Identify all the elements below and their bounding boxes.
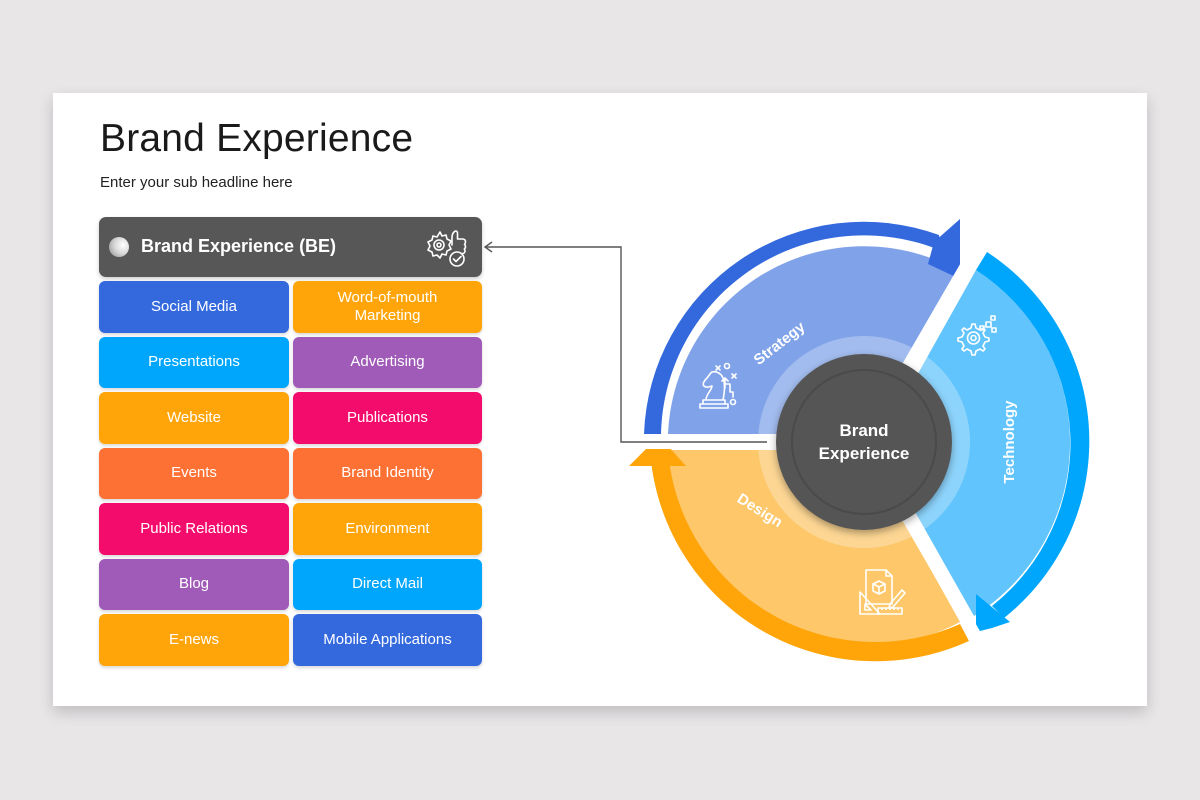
- brand-experience-header[interactable]: Brand Experience (BE): [99, 217, 482, 277]
- channel-item[interactable]: Publications: [293, 392, 482, 444]
- channel-item[interactable]: Environment: [293, 503, 482, 555]
- slide: Brand Experience Enter your sub headline…: [53, 93, 1147, 706]
- channel-item[interactable]: Blog: [99, 558, 289, 610]
- gear-thumbs-up-check-icon: [427, 230, 467, 267]
- page-title: Brand Experience: [100, 117, 414, 160]
- page-subtitle: Enter your sub headline here: [100, 174, 293, 191]
- channel-item[interactable]: E-news: [99, 614, 289, 666]
- gear-cubes-icon: [957, 315, 997, 356]
- header-title: Brand Experience (BE): [141, 236, 337, 256]
- channel-item[interactable]: Website: [99, 392, 289, 444]
- channel-item[interactable]: Mobile Applications: [293, 614, 482, 666]
- channel-item[interactable]: Public Relations: [99, 503, 289, 555]
- channel-item[interactable]: Events: [99, 447, 289, 499]
- channel-item[interactable]: Brand Identity: [293, 447, 482, 499]
- brand-experience-wheel: Strategy Technology: [624, 210, 1090, 667]
- channel-item[interactable]: Advertising: [293, 336, 482, 388]
- bullet-dot-icon: [109, 237, 129, 257]
- channel-grid: Social Media Word-of-mouth Marketing Pre…: [99, 281, 482, 666]
- hub-label-line1: Brand: [839, 421, 888, 440]
- blueprint-design-icon: [859, 569, 906, 615]
- hub-label-line2: Experience: [819, 444, 910, 463]
- segment-label: Technology: [1001, 400, 1018, 484]
- center-hub[interactable]: Brand Experience: [776, 354, 952, 530]
- channel-item[interactable]: Direct Mail: [293, 558, 482, 610]
- segment-technology[interactable]: Technology: [888, 252, 1090, 632]
- channel-item[interactable]: Social Media: [99, 281, 289, 333]
- channel-item[interactable]: Presentations: [99, 336, 289, 388]
- channel-item[interactable]: Word-of-mouth Marketing: [293, 281, 482, 333]
